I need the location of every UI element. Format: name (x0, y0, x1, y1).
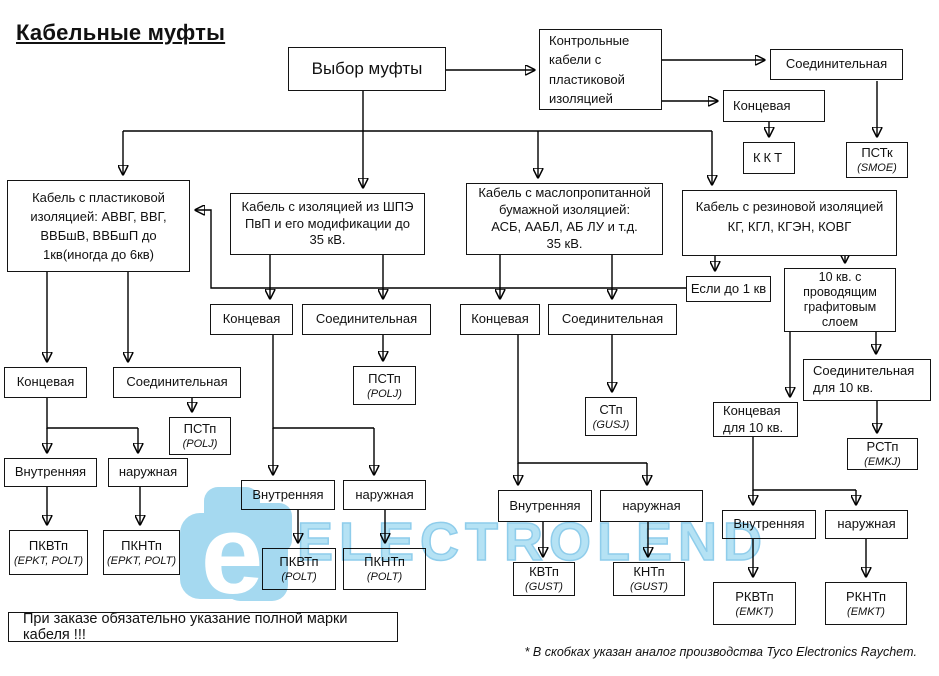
node-internal-left: Внутренняя (4, 458, 97, 487)
node-internal-rubber: Внутренняя (722, 510, 816, 539)
node-external-left: наружная (108, 458, 188, 487)
node-pkvtp-polt: ПКВТп(POLT) (262, 548, 336, 590)
node-end-mid: Концевая (210, 304, 293, 335)
connector-konc-left-split (46, 398, 138, 429)
node-rstp-emkj: РСТп(EMKJ) (847, 438, 918, 470)
node-pstp-polj-mid: ПСТп(POLJ) (353, 366, 416, 405)
node-end-top: Концевая (723, 90, 825, 122)
order-note-text: При заказе обязательно указание полной м… (23, 611, 348, 643)
node-pkntp-epkt-polt: ПКНТп(EPKT, POLT) (103, 530, 180, 575)
node-end-left: Концевая (4, 367, 87, 398)
node-pstp-polj-left: ПСТп(POLJ) (169, 417, 231, 455)
node-external-oil: наружная (600, 490, 703, 522)
node-kntp-gust: КНТп(GUST) (613, 562, 685, 596)
footnote-raychem: * В скобках указан аналог производства T… (524, 645, 917, 659)
node-if-under-1kv: Если до 1 кв (686, 276, 771, 302)
connector-konc10-split (752, 437, 856, 491)
node-internal-oil: Внутренняя (498, 490, 592, 522)
node-kkt: ККТ (743, 142, 795, 174)
node-connecting-top: Соединительная (770, 49, 903, 80)
node-pkntp-polt: ПКНТп(POLT) (343, 548, 426, 590)
node-connecting-oil: Соединительная (548, 304, 677, 335)
node-external-rubber: наружная (825, 510, 908, 539)
node-connecting-left: Соединительная (113, 367, 241, 398)
node-end-oil: Концевая (460, 304, 540, 335)
node-connecting-mid: Соединительная (302, 304, 431, 335)
node-coupling-choice: Выбор муфты (288, 47, 446, 91)
node-external-mid: наружная (343, 480, 426, 510)
node-internal-mid: Внутренняя (241, 480, 335, 510)
page-title: Кабельные муфты (16, 20, 226, 45)
order-note-box: При заказе обязательно указание полной м… (8, 611, 398, 643)
node-kvtp-gust: КВТп(GUST) (513, 562, 575, 596)
node-rkvtp-emkt: РКВТп(EMKT) (713, 582, 796, 625)
node-pstk-smoe: ПСТк(SMOE) (846, 142, 908, 178)
node-pkvtp-epkt-polt: ПКВТп(EPKT, POLT) (9, 530, 88, 575)
node-stp-gusj: СТп(GUSJ) (585, 397, 637, 436)
node-rkntp-emkt: РКНТп(EMKT) (825, 582, 907, 625)
connector-esli-to-plastik (196, 210, 686, 289)
